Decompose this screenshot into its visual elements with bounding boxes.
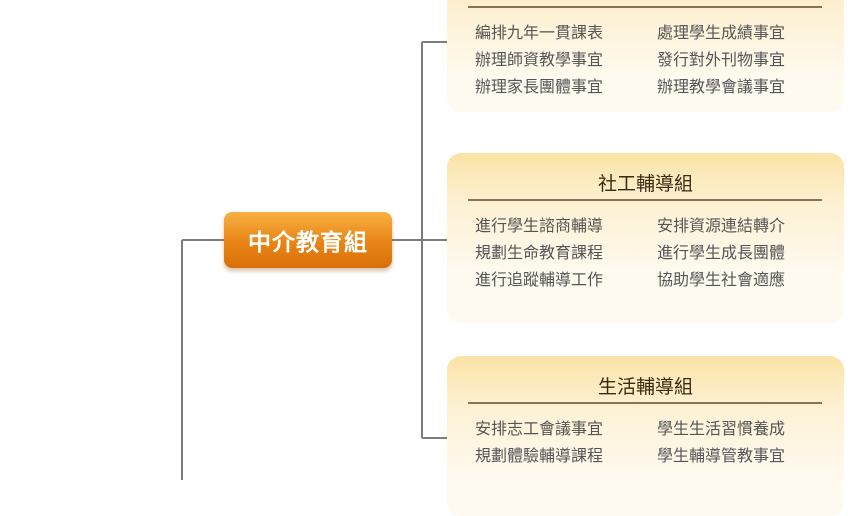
duty-item: 學生生活習慣養成 [657, 419, 786, 438]
duty-item: 協助學生社會適應 [657, 270, 786, 289]
center-node-label: 中介教育組 [248, 230, 368, 256]
card-divider [468, 6, 822, 8]
duty-item: 進行學生諮商輔導 [475, 216, 604, 235]
duty-card-2: 社工輔導組 進行學生諮商輔導 安排資源連結轉介 規劃生命教育課程 進行學生成長團… [447, 153, 844, 323]
duty-item: 編排九年一貫課表 [475, 23, 604, 42]
card-title: 生活輔導組 [597, 376, 693, 398]
card-title: 社工輔導組 [597, 173, 693, 195]
duty-list: 進行學生諮商輔導 安排資源連結轉介 規劃生命教育課程 進行學生成長團體 進行追蹤… [475, 215, 825, 291]
duty-item: 發行對外刊物事宜 [657, 50, 786, 69]
duty-item: 規劃生命教育課程 [475, 243, 604, 262]
duty-list: 編排九年一貫課表 處理學生成績事宜 辦理師資教學事宜 發行對外刊物事宜 辦理家長… [475, 22, 825, 98]
duty-item: 辦理家長團體事宜 [475, 77, 604, 96]
duty-item: 安排資源連結轉介 [657, 216, 786, 235]
duty-item: 學生輔導管教事宜 [657, 446, 786, 465]
card-divider [468, 402, 822, 404]
duty-item: 辦理教學會議事宜 [657, 77, 786, 96]
center-node: 中介教育組 [224, 212, 392, 268]
card-divider [468, 199, 822, 201]
duty-item: 辦理師資教學事宜 [475, 50, 604, 69]
duty-item: 進行追蹤輔導工作 [475, 270, 604, 289]
duty-card-3: 生活輔導組 安排志工會議事宜 學生生活習慣養成 規劃體驗輔導課程 學生輔導管教事… [447, 356, 844, 516]
duty-item: 進行學生成長團體 [657, 243, 786, 262]
duty-item: 處理學生成績事宜 [657, 23, 786, 42]
duty-card-1: 編排九年一貫課表 處理學生成績事宜 辦理師資教學事宜 發行對外刊物事宜 辦理家長… [447, 0, 844, 112]
duty-item: 安排志工會議事宜 [475, 419, 604, 438]
connector-lines [181, 41, 447, 480]
duty-item: 規劃體驗輔導課程 [475, 446, 604, 465]
duty-list: 安排志工會議事宜 學生生活習慣養成 規劃體驗輔導課程 學生輔導管教事宜 [475, 418, 825, 467]
